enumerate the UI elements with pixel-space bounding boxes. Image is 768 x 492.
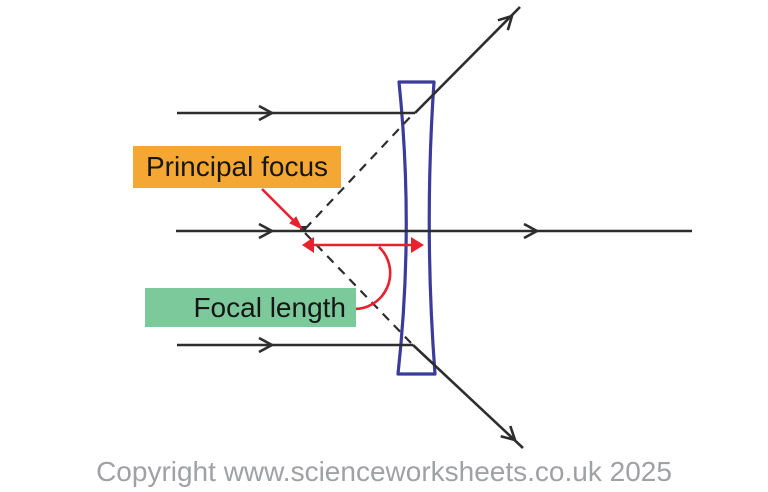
dashed-extension-top — [304, 113, 414, 230]
focus-point-marker — [300, 226, 306, 232]
ray-bottom-incident-arrowhead-icon — [258, 336, 275, 354]
copyright-text: Copyright www.scienceworksheets.co.uk 20… — [96, 456, 672, 487]
focal-length-leader-arc — [351, 246, 392, 311]
ray-top-refracted-arrowhead-icon — [497, 14, 514, 31]
principal-focus-label-text: Principal focus — [145, 151, 329, 182]
concave-lens-shape — [396, 80, 437, 376]
focal-length-arrowhead-left-icon — [302, 237, 314, 253]
ray-bottom-refracted — [412, 344, 524, 449]
ray-top-refracted — [414, 6, 521, 114]
ray-principal-axis-arrowhead-right-icon — [523, 222, 540, 240]
ray-top-incident-arrowhead-icon — [258, 104, 275, 122]
principal-focus-pointer-arrowhead-icon — [289, 216, 303, 230]
ray-bottom-refracted-arrowhead-icon — [500, 425, 518, 442]
ray-principal-axis-arrowhead-left-icon — [258, 222, 275, 240]
principal-focus-label: Principal focus — [133, 146, 341, 188]
focal-length-label-text: Focal length — [193, 291, 346, 323]
focal-length-label: Focal length — [145, 288, 356, 327]
principal-focus-pointer-line — [261, 188, 295, 222]
focal-length-arrowhead-right-icon — [411, 237, 424, 253]
